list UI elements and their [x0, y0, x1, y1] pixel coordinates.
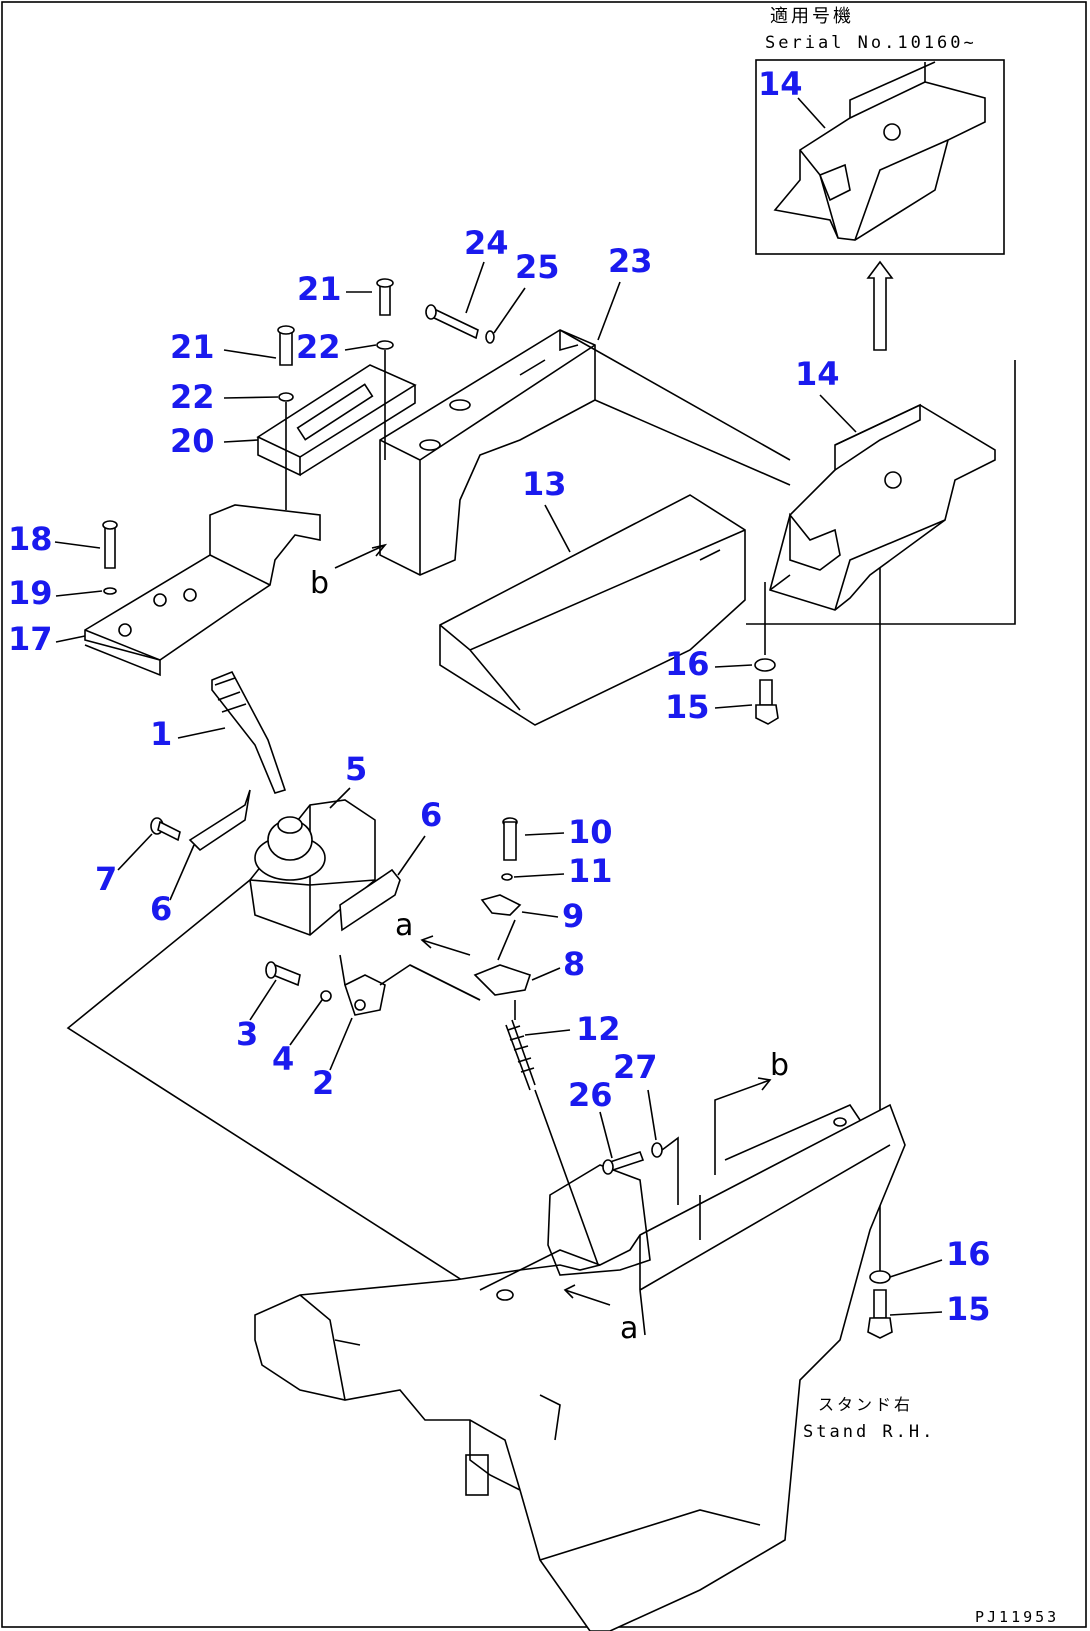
stand-rh: [254, 1103, 906, 1631]
label-part-21-top: 21: [297, 270, 342, 308]
part-23-cover: [379, 329, 791, 576]
ref-a-arrow-lower: [564, 1289, 611, 1306]
up-arrow-icon: [866, 260, 894, 351]
label-part-20: 20: [170, 422, 215, 460]
inset-bracket: [773, 81, 986, 241]
label-part-2: 2: [312, 1064, 334, 1102]
label-part-1: 1: [150, 715, 172, 753]
label-part-15-upper: 15: [665, 688, 710, 726]
label-part-11: 11: [568, 852, 613, 890]
serial-inset: 適用号機 Serial No.10160~: [755, 6, 1005, 255]
label-part-6: 6: [150, 890, 172, 928]
label-part-17: 17: [8, 620, 53, 658]
part-labels: 14 24 25 23 21 21 22 22 20 18 19 17 13 1…: [8, 65, 991, 1328]
ref-b-lower: b: [770, 1048, 789, 1083]
inset-box: [755, 59, 1005, 255]
stand-label-jp: スタンド右: [818, 1395, 913, 1414]
fasteners-15-16-upper: [754, 582, 779, 725]
label-part-14-inset: 14: [758, 65, 803, 103]
lever-assembly: [150, 670, 536, 1091]
label-part-9: 9: [562, 897, 584, 935]
serial-note-jp: 適用号機: [770, 6, 854, 27]
fasteners-15-16-lower: [867, 1270, 893, 1339]
label-part-4: 4: [272, 1040, 294, 1078]
label-part-21: 21: [170, 328, 215, 366]
label-part-16-lower: 16: [946, 1235, 991, 1273]
label-part-23: 23: [608, 242, 653, 280]
label-part-25: 25: [515, 248, 560, 286]
part-13-box: [439, 494, 746, 726]
ref-a-lower: a: [620, 1311, 638, 1346]
fasteners-26-27: [602, 1136, 679, 1205]
label-part-5: 5: [345, 750, 367, 788]
ref-b-arrow-lower: [714, 1079, 771, 1175]
callout-bracket: [746, 360, 1016, 625]
leader-lines: [66, 879, 601, 1299]
ref-b-arrow-upper: [334, 544, 386, 569]
label-part-15-lower: 15: [946, 1290, 991, 1328]
drawing-number: PJ11953: [975, 1608, 1059, 1626]
part-17-bracket: [84, 504, 321, 677]
label-part-18: 18: [8, 520, 53, 558]
label-part-3: 3: [236, 1015, 258, 1053]
label-part-7: 7: [95, 860, 117, 898]
label-part-14: 14: [795, 355, 840, 393]
ref-a-mid: a: [395, 908, 413, 943]
label-part-16-upper: 16: [665, 645, 710, 683]
label-part-19: 19: [8, 574, 53, 612]
label-part-12: 12: [576, 1010, 621, 1048]
label-part-24: 24: [464, 224, 509, 262]
label-part-27: 27: [613, 1048, 658, 1086]
part-14-bracket: [769, 403, 996, 611]
ref-b-upper: b: [310, 566, 329, 601]
label-part-6-right: 6: [420, 796, 442, 834]
label-part-13: 13: [522, 465, 567, 503]
ref-a-arrow-mid: [421, 939, 471, 956]
label-part-22-top: 22: [296, 328, 341, 366]
label-part-8: 8: [563, 945, 585, 983]
label-part-10: 10: [568, 813, 613, 851]
label-part-22: 22: [170, 378, 215, 416]
stand-label-en: Stand R.H.: [803, 1422, 935, 1442]
fasteners-20-22: [256, 278, 495, 510]
label-part-26: 26: [568, 1076, 613, 1114]
serial-note-en: Serial No.10160~: [765, 33, 977, 53]
